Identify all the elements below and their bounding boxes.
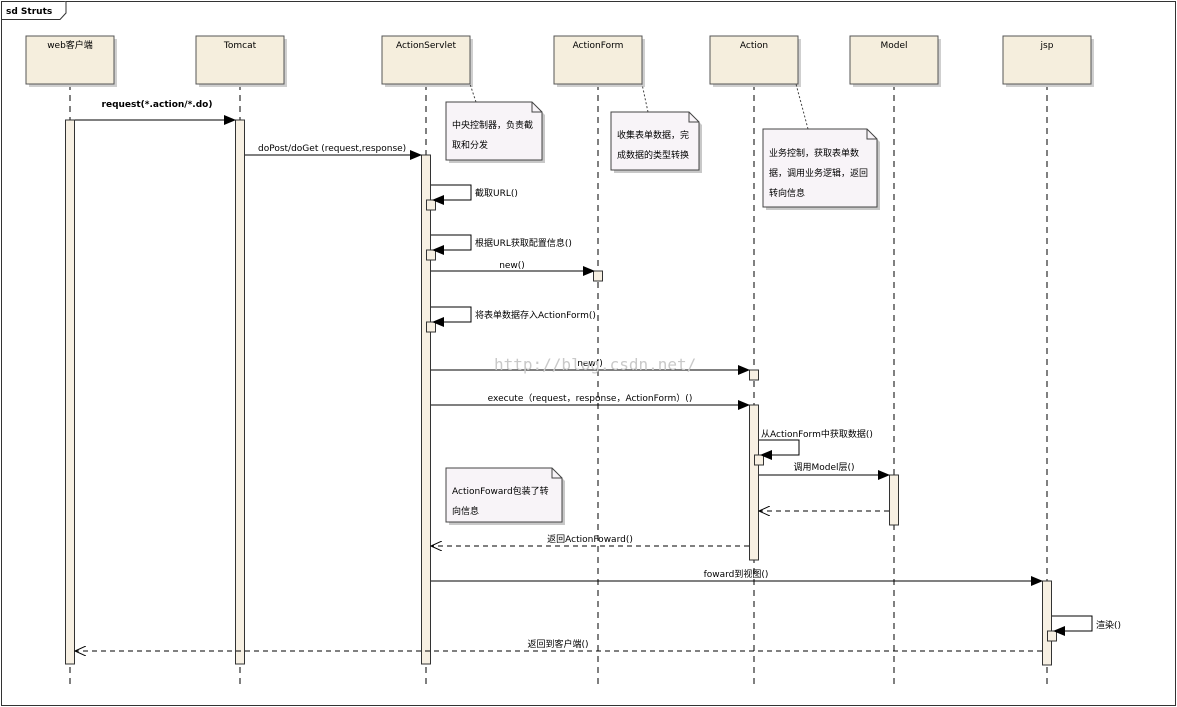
note-box (445, 101, 543, 161)
message-label: request(*.action/*.do) (102, 100, 213, 110)
participant-action (709, 35, 799, 85)
participant-tomcat (195, 35, 285, 85)
participant-label-jsp: jsp (1040, 41, 1054, 51)
note-fold (688, 112, 699, 123)
frame-title: sd Struts (6, 7, 52, 17)
note-text: 收集表单数据，完 (617, 129, 689, 141)
participant-label-tomcat: Tomcat (223, 41, 257, 51)
note-box (610, 111, 700, 171)
activation-bar (426, 199, 436, 211)
note-text: ActionFoward包装了转 (452, 485, 549, 497)
note-text: 取和分发 (452, 139, 488, 151)
activation-bar (421, 154, 431, 665)
participant-label-action-servlet: ActionServlet (396, 41, 457, 51)
activation-bar (889, 474, 899, 526)
activation-bar (235, 119, 245, 665)
message-label: foward到视图() (704, 568, 769, 580)
participant-web-client (25, 35, 115, 85)
activation-bar (749, 369, 759, 381)
note-fold (551, 468, 562, 479)
participant-action-form (553, 35, 643, 85)
activation-bar (426, 249, 436, 261)
note-text: 向信息 (452, 505, 479, 517)
watermark: http://blog.csdn.net/ (494, 355, 696, 374)
message-label: new() (499, 261, 525, 271)
participant-label-web-client: web客户端 (47, 39, 93, 51)
frame-tab (1, 1, 67, 20)
participant-label-action-form: ActionForm (573, 41, 624, 51)
participant-model (849, 35, 939, 85)
note-text: 转向信息 (769, 187, 805, 199)
message-label: 返回ActionFoward() (547, 533, 633, 545)
self-message-arrow (431, 184, 472, 205)
note-box (762, 128, 878, 208)
message-label: 返回到客户端() (527, 638, 588, 650)
participant-action-servlet (381, 35, 471, 85)
activation-bar (65, 119, 75, 665)
activation-bar (754, 454, 764, 466)
note-text: 中央控制器，负责截 (452, 119, 533, 131)
message-label: execute（request，response，ActionForm）() (488, 393, 693, 404)
self-message-arrow (431, 306, 472, 327)
note-anchor (641, 83, 649, 113)
activation-bar (426, 321, 436, 333)
message-label: 将表单数据存入ActionForm() (475, 309, 596, 321)
note-text: 据，调用业务逻辑，返回 (769, 167, 868, 179)
activation-bar (593, 270, 603, 282)
message-label: new() (577, 359, 603, 369)
activation-bar (749, 404, 759, 561)
participant-label-model: Model (880, 41, 907, 51)
message-label: 截取URL() (475, 187, 518, 199)
activation-bar (1042, 580, 1052, 666)
self-message-arrow (1052, 615, 1093, 636)
message-label: 渲染() (1096, 619, 1121, 631)
participant-jsp (1002, 35, 1092, 85)
message-label: 根据URL获取配置信息() (475, 237, 572, 249)
message-label: 调用Model层() (793, 462, 854, 473)
note-anchor (469, 83, 477, 103)
note-text: 业务控制，获取表单数 (769, 147, 859, 159)
note-text: 成数据的类型转换 (617, 149, 689, 161)
message-label: 从ActionForm中获取数据() (761, 428, 873, 440)
note-fold (866, 129, 877, 140)
note-box (445, 467, 563, 523)
self-message-arrow (431, 234, 472, 255)
self-message-arrow (759, 439, 800, 460)
message-label: doPost/doGet (request,response) (258, 144, 406, 154)
participant-label-action: Action (740, 41, 768, 51)
note-fold (531, 102, 542, 113)
activation-bar (1047, 630, 1057, 642)
